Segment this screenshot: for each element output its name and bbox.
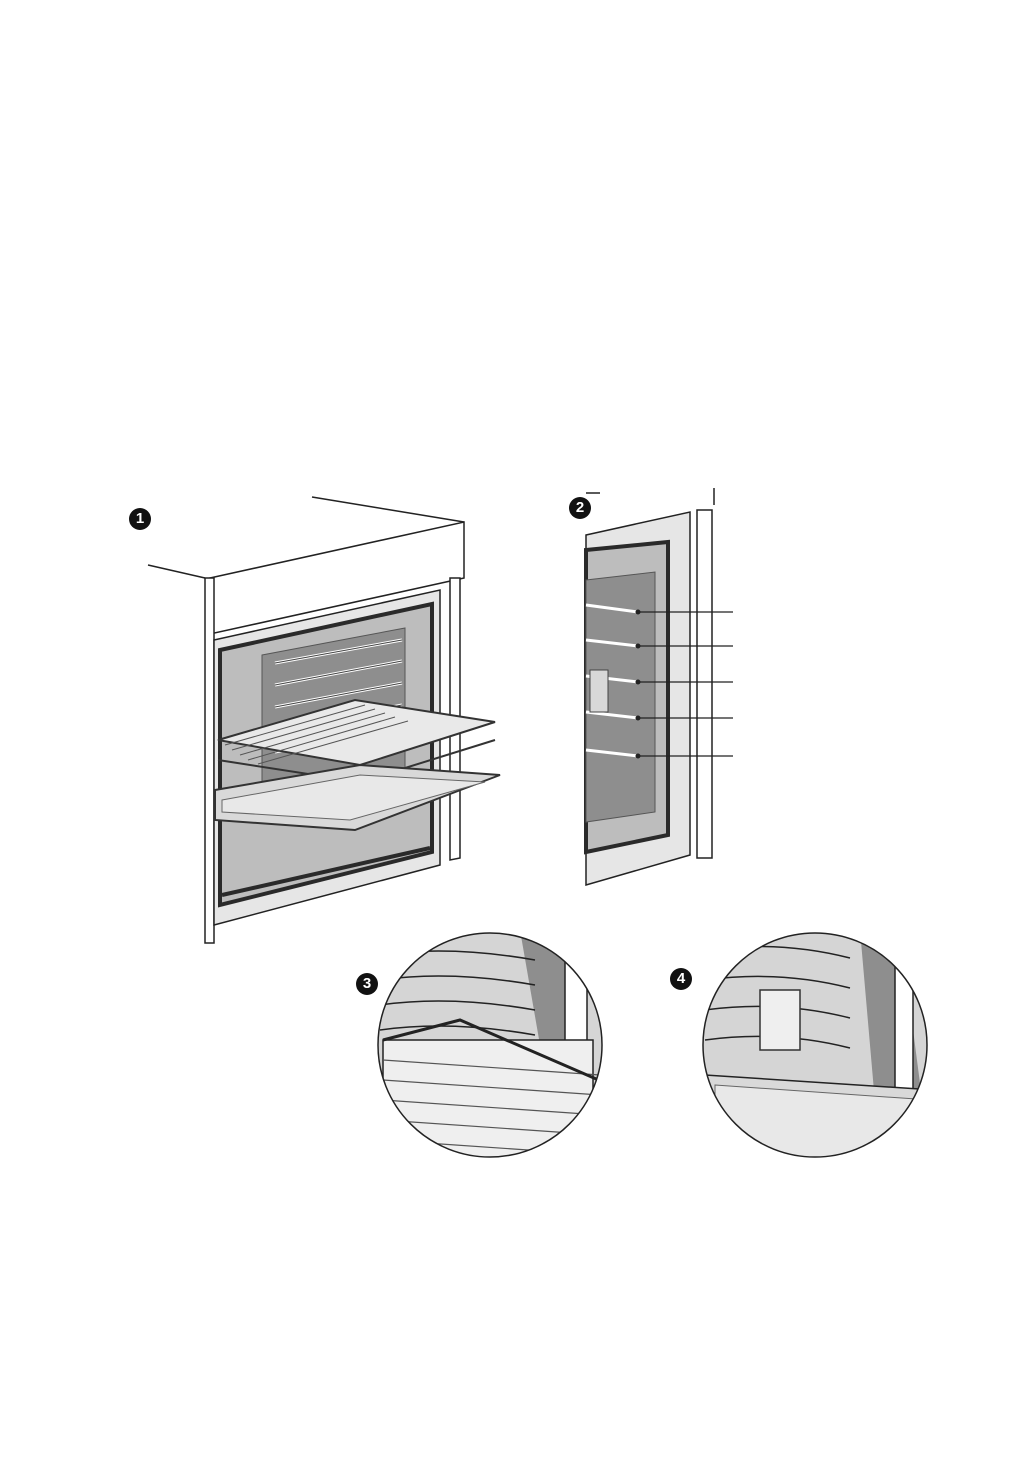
detail-circle-tray bbox=[700, 930, 940, 1160]
counter-line-left bbox=[148, 565, 205, 578]
oven-side-view bbox=[586, 488, 733, 885]
counter-line-right bbox=[312, 497, 464, 522]
detail-circle-shelf bbox=[370, 930, 610, 1160]
oven-front-view bbox=[148, 497, 500, 943]
